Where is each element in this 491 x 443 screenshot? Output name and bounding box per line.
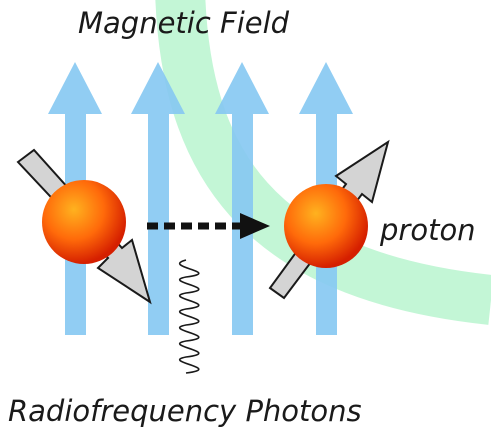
proton-right-ball (284, 184, 368, 268)
proton-left-ball (42, 180, 126, 264)
proton-label: proton (380, 213, 476, 247)
photon-wave (178, 259, 200, 374)
proton-left (16, 148, 152, 305)
field-arrow-2 (131, 62, 185, 335)
radiofrequency-photons-label: Radiofrequency Photons (8, 394, 362, 428)
magnetic-field-label: Magnetic Field (78, 6, 290, 40)
proton-right (268, 139, 390, 300)
transition-arrow (147, 213, 270, 239)
